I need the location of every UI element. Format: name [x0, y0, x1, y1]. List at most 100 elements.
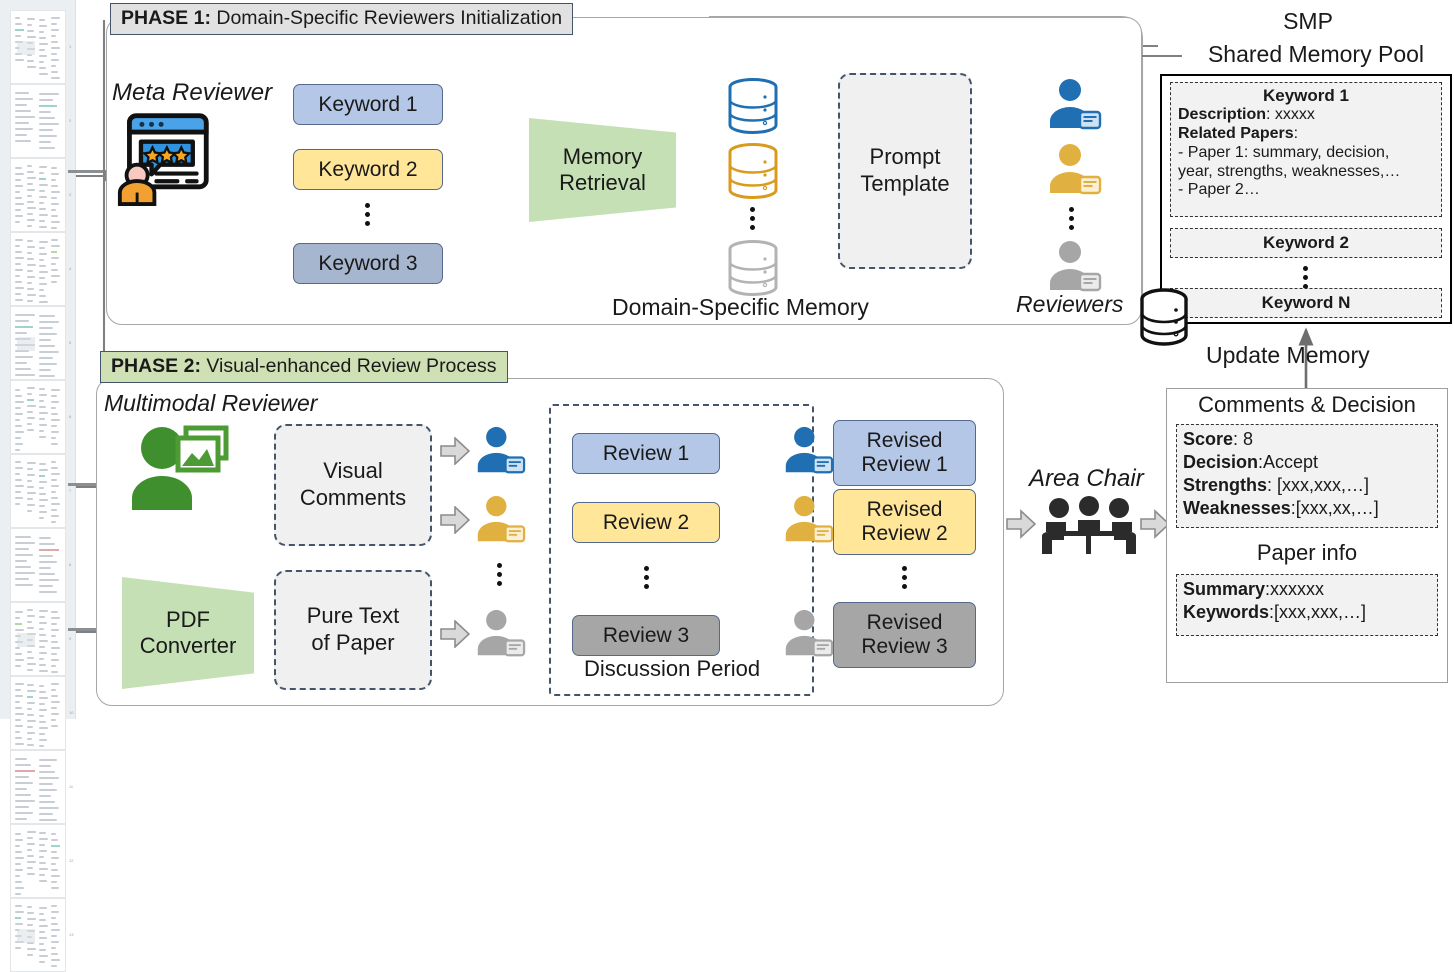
score-val: : 8	[1233, 429, 1254, 449]
keyword-3-box[interactable]: Keyword 3	[293, 243, 443, 284]
slide-thumbnail[interactable]	[10, 454, 66, 528]
revised-review-1-box[interactable]: Revised Review 1	[833, 420, 976, 486]
smp-full-name-label: Shared Memory Pool	[1207, 41, 1425, 67]
decision-val: :Accept	[1258, 452, 1319, 473]
update-memory-label: Update Memory	[1206, 342, 1370, 368]
slide-thumbnail[interactable]	[10, 750, 66, 824]
keyword-ellipsis	[365, 203, 370, 226]
smp-description-val: : xxxxx	[1266, 106, 1315, 124]
revised-review-2-box[interactable]: Revised Review 2	[833, 489, 976, 555]
smp-description-key: Description	[1178, 106, 1267, 124]
pure-text-box: Pure Text of Paper	[274, 570, 432, 690]
memory-retrieval-block: Memory Retrieval	[529, 118, 676, 222]
domain-specific-memory-label: Domain-Specific Memory	[612, 294, 869, 320]
slide-page-number: 13	[69, 932, 74, 937]
domain-memory-db-yellow	[727, 143, 779, 199]
revised-review-2-line1: Revised	[866, 498, 943, 522]
slide-thumbnail[interactable]	[10, 232, 66, 306]
keyword-2-box[interactable]: Keyword 2	[293, 149, 443, 190]
smp-keyword-ellipsis	[1303, 266, 1308, 289]
paper-info-card[interactable]: Summary:xxxxxx Keywords:[xxx,xxx,…]	[1176, 574, 1438, 636]
domain-memory-ellipsis	[750, 207, 755, 230]
smp-keyword-2-title: Keyword 2	[1263, 232, 1349, 252]
slide-page-number: 7	[69, 488, 72, 493]
phase1-tag-rest: Domain-Specific Reviewers Initialization	[210, 7, 563, 29]
prompt-template-box: Prompt Template	[838, 73, 972, 269]
meta-reviewer-label: Meta Reviewer	[112, 79, 273, 106]
comments-decision-title: Comments & Decision	[1198, 392, 1416, 417]
slide-page-number: 11	[69, 784, 74, 789]
phase2-reviewer-icon-yellow	[474, 495, 526, 545]
weaknesses-key: Weaknesses	[1183, 498, 1291, 519]
phase2-reviewer-icon-blue	[474, 426, 526, 476]
discussion-reviewer-icon-grey	[782, 609, 834, 659]
multimodal-reviewer-icon	[126, 424, 230, 512]
slide-thumbnail[interactable]	[10, 380, 66, 454]
smp-keyword-n-card[interactable]: Keyword N	[1170, 288, 1442, 318]
phase1-tag-bold: PHASE 1:	[121, 7, 211, 29]
slide-thumbnail[interactable]	[10, 158, 66, 232]
smp-related-colon: :	[1293, 125, 1299, 143]
score-key: Score	[1183, 429, 1234, 449]
review-2-box[interactable]: Review 2	[572, 502, 720, 543]
domain-memory-db-blue	[727, 78, 779, 134]
visual-comments-line2: Comments	[299, 485, 407, 510]
slide-thumbnail[interactable]	[10, 898, 66, 972]
pdf-converter-block: PDF Converter	[122, 577, 254, 689]
phase2-tag: PHASE 2: Visual-enhanced Review Process	[100, 351, 508, 384]
reviewer-icon-grey	[1046, 240, 1102, 294]
slide-page-number: 12	[69, 858, 74, 863]
slide-thumbnail[interactable]	[10, 676, 66, 750]
paper-info-title: Paper info	[1256, 540, 1358, 565]
smp-keyword-1-card[interactable]: Keyword 1 Description: xxxxx Related Pap…	[1170, 82, 1442, 217]
summary-key: Summary	[1183, 579, 1266, 599]
slide-thumbnail[interactable]	[10, 824, 66, 898]
slide-page-number: 10	[69, 710, 74, 715]
phase2-reviewer-ellipsis	[497, 563, 502, 586]
summary-val: :xxxxxx	[1265, 579, 1325, 599]
reviewers-ellipsis	[1069, 207, 1074, 230]
area-chair-label: Area Chair	[1029, 465, 1144, 492]
revised-review-3-box[interactable]: Revised Review 3	[833, 602, 976, 668]
smp-abbrev-label: SMP	[1283, 8, 1333, 34]
pure-text-line2: of Paper	[311, 630, 395, 655]
comments-decision-card[interactable]: Score: 8 Decision:Accept Strengths: [xxx…	[1176, 424, 1438, 528]
slide-page-number: 3	[69, 192, 72, 197]
slide-thumbnail[interactable]	[10, 528, 66, 602]
strengths-key: Strengths	[1183, 475, 1268, 496]
smp-keyword-2-card[interactable]: Keyword 2	[1170, 228, 1442, 258]
slide-thumbnail[interactable]	[10, 10, 66, 84]
revised-review-1-line1: Revised	[866, 429, 943, 453]
chevron-arrow-2	[440, 505, 471, 539]
visual-comments-line1: Visual	[323, 458, 383, 484]
area-chair-icon	[1040, 496, 1138, 558]
keyword-1-box[interactable]: Keyword 1	[293, 84, 443, 125]
review-1-box[interactable]: Review 1	[572, 433, 720, 474]
strengths-val: : [xxx,xxx,…]	[1267, 475, 1370, 496]
revised-review-2-line2: Review 2	[861, 522, 948, 545]
slide-page-number: 4	[69, 266, 72, 271]
slide-thumbnail[interactable]	[10, 84, 66, 158]
chevron-arrow-1	[440, 436, 471, 470]
slide-page-number: 6	[69, 414, 72, 419]
discussion-reviewer-icon-blue	[782, 426, 834, 476]
prompt-template-line1: Prompt	[869, 144, 941, 170]
pure-text-line1: Pure Text	[306, 603, 400, 629]
domain-memory-db-grey	[727, 240, 779, 296]
review-3-box[interactable]: Review 3	[572, 615, 720, 656]
smp-paper-1-line2: year, strengths, weaknesses,…	[1178, 162, 1401, 180]
keywords-key: Keywords	[1183, 602, 1270, 623]
smp-database-icon	[1139, 288, 1189, 348]
meta-reviewer-icon	[116, 110, 212, 206]
reviewer-icon-blue	[1046, 78, 1102, 132]
phase2-reviewer-icon-grey	[474, 609, 526, 659]
slide-thumbnail[interactable]	[10, 602, 66, 676]
smp-paper-1-line1: - Paper 1: summary, decision,	[1178, 143, 1390, 161]
pdf-converter-line1: PDF	[166, 607, 210, 633]
slide-thumbnail[interactable]	[10, 306, 66, 380]
phase2-tag-rest: Visual-enhanced Review Process	[200, 355, 497, 377]
smp-keyword-1-title: Keyword 1	[1263, 86, 1349, 105]
slide-page-number: 5	[69, 340, 72, 345]
